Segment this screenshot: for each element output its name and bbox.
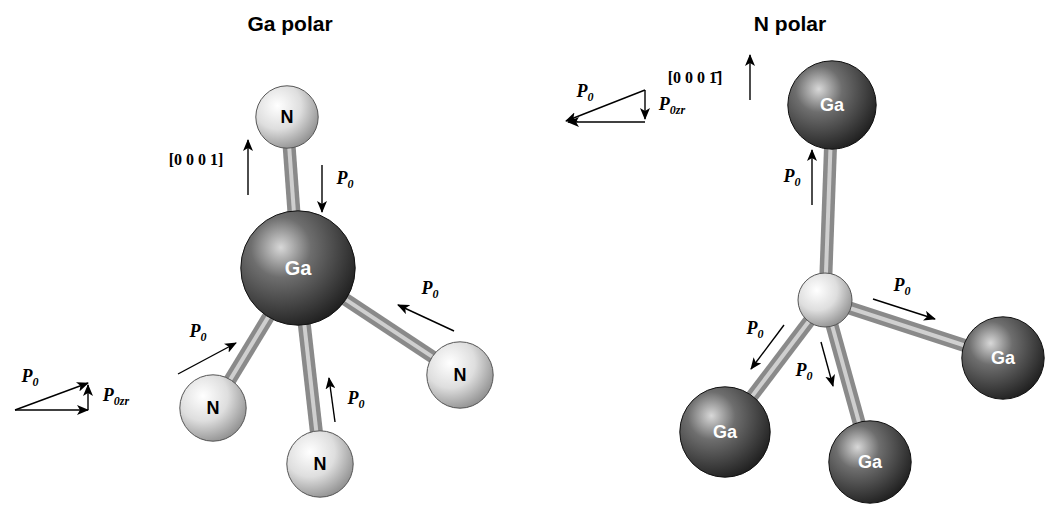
atom-symbol: Ga	[285, 257, 312, 280]
panel-heading: N polar	[754, 12, 826, 36]
gallium-atom: Ga	[240, 210, 356, 326]
atom-symbol: N	[314, 454, 327, 475]
atom-outline	[241, 211, 355, 325]
symbol-main: P	[659, 94, 670, 114]
atom-symbol: Ga	[991, 348, 1015, 369]
atom-outline	[680, 387, 770, 477]
atom-outline	[287, 431, 353, 497]
atom-symbol: N	[454, 365, 467, 386]
n-polar-bonds	[725, 105, 1003, 462]
symbol-subscript: 0	[807, 369, 813, 383]
symbol-subscript: 0	[433, 287, 439, 301]
polarization-label: P0zr	[103, 385, 129, 409]
bond-highlight	[230, 316, 269, 381]
bond-highlight	[289, 147, 294, 212]
bond-highlight	[304, 324, 316, 433]
direction-index: [0 0 0 1̄]	[668, 69, 723, 87]
symbol-subscript: 0	[33, 375, 39, 389]
atom-symbol: Ga	[858, 452, 882, 473]
atom-outline	[962, 317, 1044, 399]
atom-outline	[180, 375, 246, 441]
chemical-bond	[289, 147, 294, 212]
chemical-bond	[304, 324, 316, 433]
nitrogen-atom: N	[179, 374, 247, 442]
atom-symbol: Ga	[820, 95, 844, 116]
symbol-subscript: 0	[758, 327, 764, 341]
gallium-atom: Ga	[961, 316, 1045, 400]
polarization-label: P0	[348, 388, 365, 412]
chemical-bond	[230, 316, 269, 381]
gallium-atom: Ga	[787, 60, 877, 150]
atom-outline	[256, 86, 318, 148]
symbol-subscript: 0	[795, 175, 801, 189]
polarization-label: P0	[422, 278, 439, 302]
polarization-label: P0	[796, 360, 813, 384]
polarization-label: P0	[337, 168, 354, 192]
symbol-main: P	[348, 388, 359, 408]
symbol-main: P	[577, 81, 588, 101]
gallium-atom: Ga	[679, 386, 771, 478]
atom-outline	[788, 61, 876, 149]
symbol-subscript: 0	[348, 177, 354, 191]
symbol-main: P	[103, 385, 114, 405]
nitrogen-atom: N	[426, 341, 494, 409]
polarization-label: P0	[577, 81, 594, 105]
polarization-label: P0	[22, 366, 39, 390]
direction-index: [0 0 0 1]	[169, 151, 224, 169]
atom-symbol: Ga	[713, 422, 737, 443]
polarization-label: P0zr	[659, 94, 685, 118]
symbol-main: P	[337, 168, 348, 188]
atom-symbol: N	[281, 107, 294, 128]
polarization-label: P0	[190, 321, 207, 345]
symbol-subscript: 0	[359, 397, 365, 411]
polarization-label: P0	[747, 318, 764, 342]
nitrogen-atom	[798, 273, 852, 327]
chemical-bond	[345, 299, 434, 358]
symbol-main: P	[190, 321, 201, 341]
panel-heading: Ga polar	[247, 12, 332, 36]
symbol-main: P	[747, 318, 758, 338]
symbol-main: P	[894, 275, 905, 295]
nitrogen-atom: N	[286, 430, 354, 498]
polarization-arrows	[15, 55, 935, 422]
symbol-subscript: 0zr	[670, 103, 685, 117]
symbol-subscript: 0	[588, 90, 594, 104]
nitrogen-atom: N	[255, 85, 319, 149]
atom-outline	[427, 342, 493, 408]
symbol-subscript: 0	[905, 284, 911, 298]
symbol-main: P	[796, 360, 807, 380]
symbol-subscript: 0zr	[114, 394, 129, 408]
bond-highlight	[345, 299, 434, 358]
symbol-main: P	[22, 366, 33, 386]
polarization-label: P0	[894, 275, 911, 299]
symbol-main: P	[784, 166, 795, 186]
polarization-label: P0	[784, 166, 801, 190]
symbol-main: P	[422, 278, 433, 298]
atom-symbol: N	[207, 398, 220, 419]
gallium-atom: Ga	[828, 420, 912, 504]
atom-outline	[829, 421, 911, 503]
symbol-subscript: 0	[201, 330, 207, 344]
